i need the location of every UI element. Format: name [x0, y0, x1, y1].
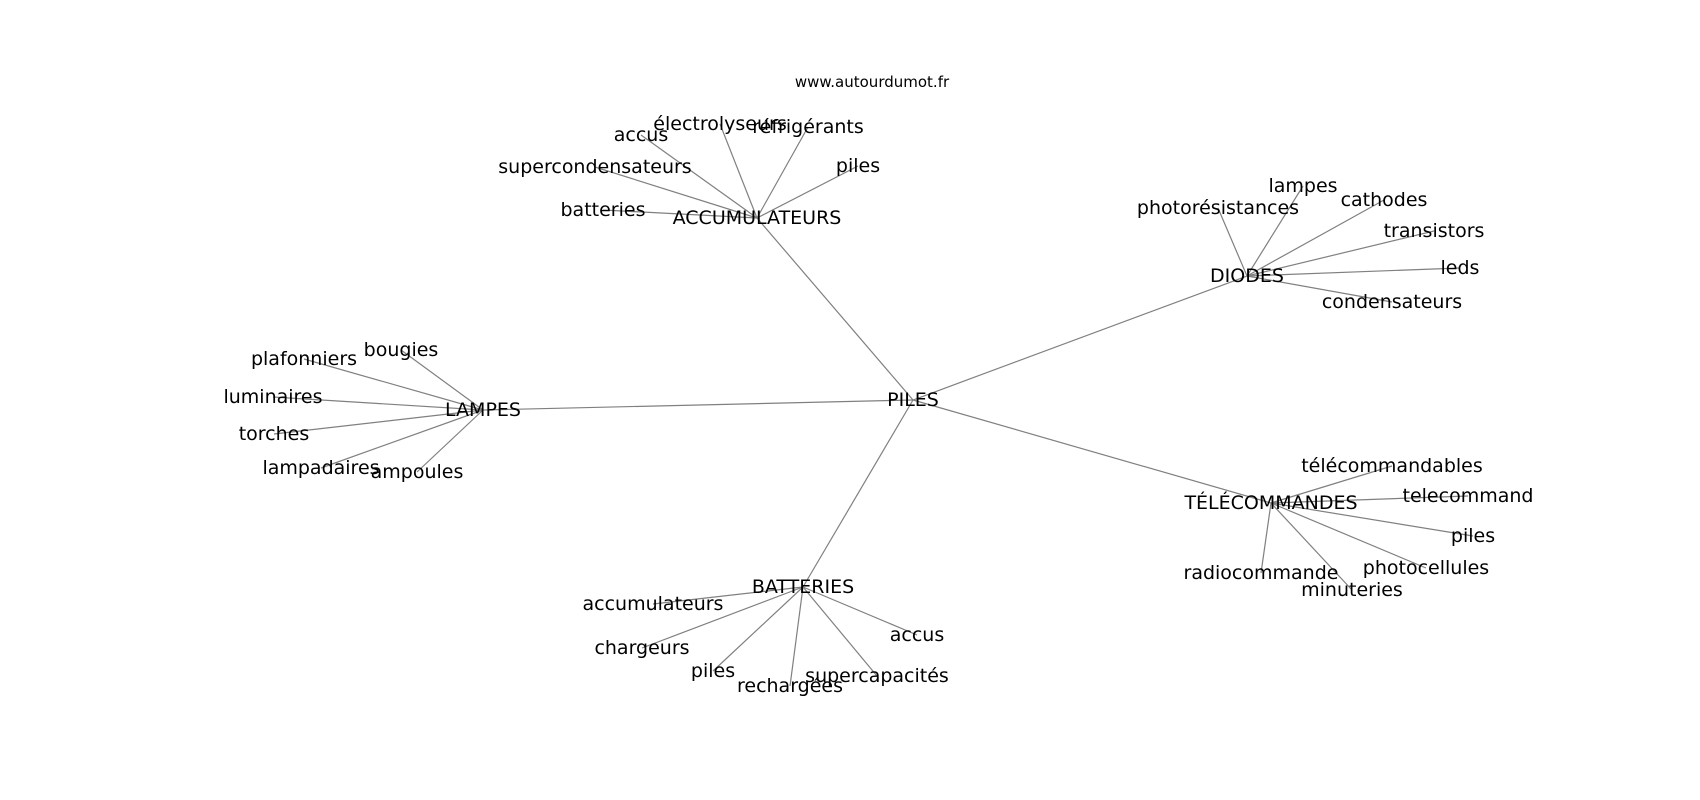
word-node: transistors — [1384, 220, 1485, 242]
word-node: piles — [691, 660, 735, 682]
word-node: supercapacités — [805, 665, 949, 687]
word-node: condensateurs — [1322, 291, 1462, 313]
hub-node: ACCUMULATEURS — [673, 207, 842, 229]
word-node: supercondensateurs — [498, 156, 691, 178]
edge-hub-to-word — [652, 586, 804, 605]
hub-node: BATTERIES — [752, 576, 854, 598]
edge-hub-to-word — [1270, 502, 1353, 591]
word-node: piles — [1451, 525, 1495, 547]
word-node: telecommand — [1403, 485, 1534, 507]
edge-hub-to-word — [1246, 230, 1435, 277]
word-node: torches — [239, 423, 310, 445]
edge-hub-to-word — [789, 586, 804, 687]
edge-hub-to-word — [1270, 502, 1474, 537]
word-node: minuteries — [1301, 579, 1403, 601]
edge-hub-to-word — [1246, 267, 1461, 277]
word-node: piles — [836, 155, 880, 177]
edge-center-to-hub — [912, 399, 1272, 504]
edge-hub-to-word — [416, 409, 484, 473]
edge-hub-to-word — [1217, 207, 1248, 277]
word-node: lampes — [1268, 175, 1337, 197]
word-node: batteries — [561, 199, 646, 221]
word-node: bougies — [364, 339, 439, 361]
graph-edges — [272, 123, 1474, 687]
word-node: électrolyseurs — [653, 113, 786, 135]
hub-node: DIODES — [1210, 265, 1284, 287]
word-node: lampadaires — [262, 457, 379, 479]
edge-hub-to-word — [1270, 495, 1469, 504]
edge-hub-to-word — [719, 123, 758, 219]
word-node: accus — [890, 624, 944, 646]
edge-hub-to-word — [641, 586, 804, 649]
edge-hub-to-word — [272, 396, 484, 411]
edge-hub-to-word — [1246, 185, 1304, 277]
edge-hub-to-word — [1270, 465, 1393, 504]
word-node: photocellules — [1363, 557, 1489, 579]
source-watermark: www.autourdumot.fr — [795, 73, 950, 91]
word-node: accus — [614, 124, 668, 146]
word-node: leds — [1441, 257, 1480, 279]
edge-center-to-hub — [802, 399, 914, 588]
edge-center-to-hub — [482, 399, 914, 411]
edge-hub-to-word — [273, 409, 484, 435]
edge-hub-to-word — [303, 358, 484, 411]
word-node: radiocommande — [1184, 562, 1339, 584]
edge-hub-to-word — [1260, 502, 1272, 574]
edge-hub-to-word — [1270, 502, 1427, 569]
word-node: télécommandables — [1301, 455, 1483, 477]
edge-hub-to-word — [400, 349, 484, 411]
word-node: plafonniers — [251, 348, 357, 370]
edge-hub-to-word — [1246, 275, 1393, 303]
edge-hub-to-word — [756, 165, 859, 219]
word-node: luminaires — [223, 386, 322, 408]
edge-hub-to-word — [1246, 199, 1385, 277]
edge-hub-to-word — [712, 586, 804, 672]
edge-hub-to-word — [802, 586, 918, 636]
edge-hub-to-word — [756, 126, 809, 219]
edge-hub-to-word — [594, 166, 758, 219]
word-node: chargeurs — [594, 637, 689, 659]
edge-hub-to-word — [802, 586, 878, 677]
hub-node: TÉLÉCOMMANDES — [1183, 491, 1357, 514]
edge-hub-to-word — [320, 409, 484, 469]
graph-labels: www.autourdumot.fr PILES ACCUMULATEURS éle… — [223, 73, 1533, 697]
edge-center-to-hub — [912, 275, 1248, 401]
word-node: photorésistances — [1137, 197, 1299, 219]
word-node: réfrigérants — [752, 116, 863, 138]
edge-hub-to-word — [602, 209, 758, 219]
word-node: ampoules — [371, 461, 464, 483]
edge-center-to-hub — [756, 217, 914, 401]
center-node: PILES — [887, 389, 939, 411]
word-node: cathodes — [1341, 189, 1428, 211]
word-node: accumulateurs — [583, 593, 724, 615]
edge-hub-to-word — [640, 134, 758, 219]
hub-node: LAMPES — [445, 399, 521, 421]
word-node: rechargées — [737, 675, 843, 697]
